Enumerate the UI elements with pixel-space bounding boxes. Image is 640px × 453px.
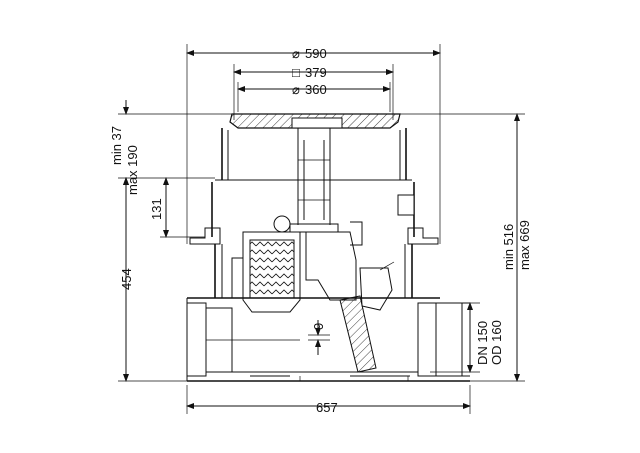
dimension-590: ⌀ 590 — [186, 44, 441, 244]
side-clamp — [397, 194, 415, 216]
dimension-dn150-od160: DN 150 OD 160 — [430, 302, 504, 373]
square-symbol: □ — [292, 65, 300, 80]
dimension-360: ⌀ 360 — [237, 82, 391, 112]
label-max-669: max 669 — [517, 220, 532, 270]
dimension-131: 131 — [149, 177, 205, 238]
gully-body — [186, 113, 470, 382]
label-min-516: min 516 — [501, 224, 516, 270]
label-min-37: min 37 — [109, 126, 124, 165]
dimension-454: 454 — [118, 177, 195, 382]
label-131: 131 — [149, 198, 164, 220]
outlet-pipe — [187, 297, 470, 382]
label-dn-150: DN 150 — [475, 321, 490, 365]
diameter-symbol-1: ⌀ — [292, 46, 300, 61]
dimension-9: 9 — [308, 320, 330, 355]
label-657: 657 — [316, 400, 338, 415]
label-360: 360 — [305, 82, 327, 97]
label-590: 590 — [305, 46, 327, 61]
dimension-379: □ 379 — [233, 64, 394, 120]
dimension-min37-max190: min 37 max 190 — [109, 100, 232, 195]
grating-center-insert — [291, 117, 343, 129]
dimension-657: 657 — [186, 385, 471, 415]
dimension-min516-max669: min 516 max 669 — [400, 113, 532, 382]
filter-cartridge — [249, 239, 295, 299]
label-454: 454 — [119, 268, 134, 290]
label-od-160: OD 160 — [489, 320, 504, 365]
label-max-190: max 190 — [125, 145, 140, 195]
diameter-symbol-2: ⌀ — [292, 82, 300, 97]
label-379: 379 — [305, 65, 327, 80]
label-9: 9 — [311, 323, 326, 330]
